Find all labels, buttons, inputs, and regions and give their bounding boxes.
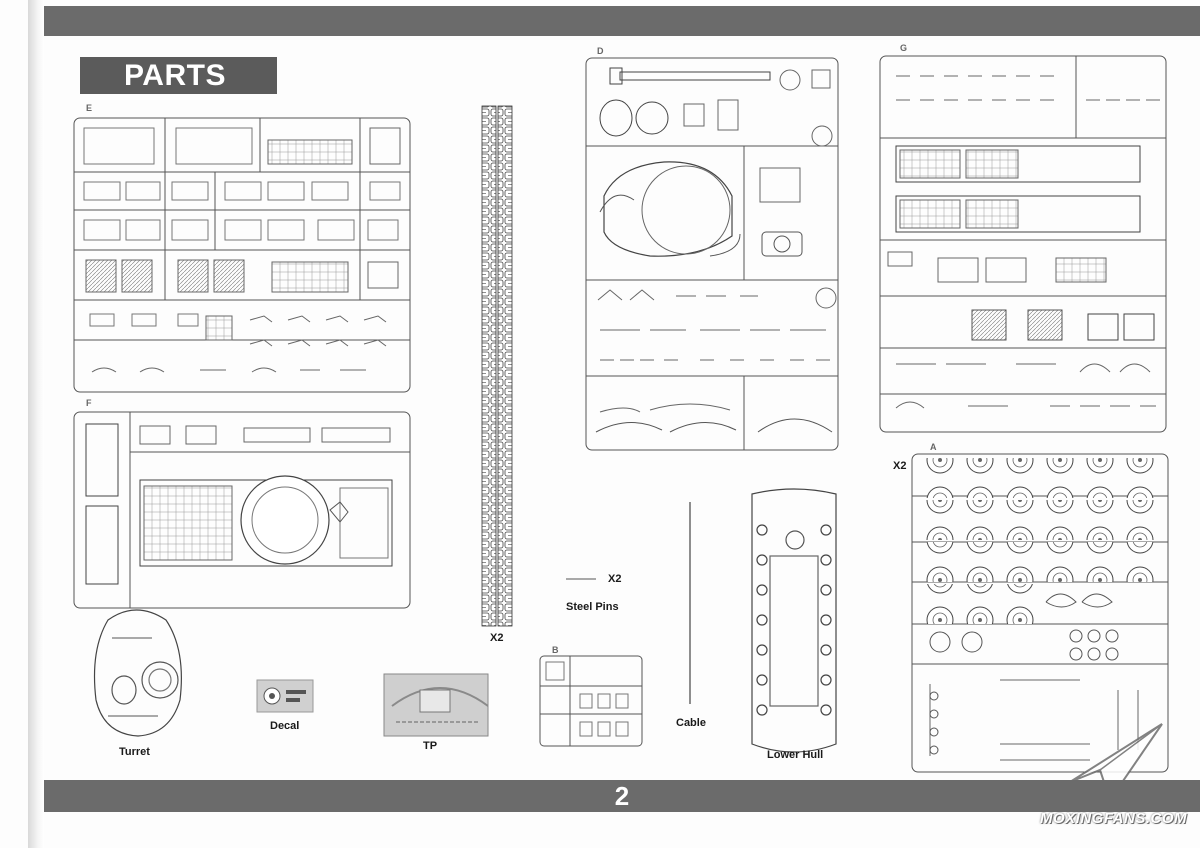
sprue-f-letter: F [86,398,92,408]
sprue-e [73,117,411,393]
bottom-band: 2 [44,780,1200,812]
sprue-d-letter: D [597,46,604,56]
lower-hull-caption: Lower Hull [767,749,824,761]
sprue-g-letter: G [900,43,908,53]
steel-pins-caption: Steel Pins [566,601,619,613]
steel-pins-quantity: X2 [608,573,622,585]
decal-sheet [256,679,314,713]
top-band [44,6,1200,36]
lower-hull [751,488,837,753]
decal-caption: Decal [270,720,300,732]
tracks-quantity: X2 [490,632,504,644]
sprue-f [73,411,411,609]
sprue-b-letter: B [552,645,559,655]
track-runs [481,105,513,627]
page-title: PARTS [80,57,277,94]
sprue-b [539,655,643,747]
tp-caption: TP [423,740,438,752]
sprue-a [911,453,1169,773]
page-number: 2 [614,781,630,811]
turret-caption: Turret [119,746,150,758]
cable-caption: Cable [676,717,706,729]
turret [93,609,182,737]
sprue-a-quantity: X2 [893,460,907,472]
page-binding-shadow [28,0,44,848]
sprue-e-letter: E [86,103,93,113]
sprue-d [585,57,839,451]
photo-etch-fret [383,673,489,737]
sprue-a-letter: A [930,442,937,452]
sprue-g [879,55,1167,433]
watermark-text: MOXINGFANS.COM [1040,810,1188,827]
